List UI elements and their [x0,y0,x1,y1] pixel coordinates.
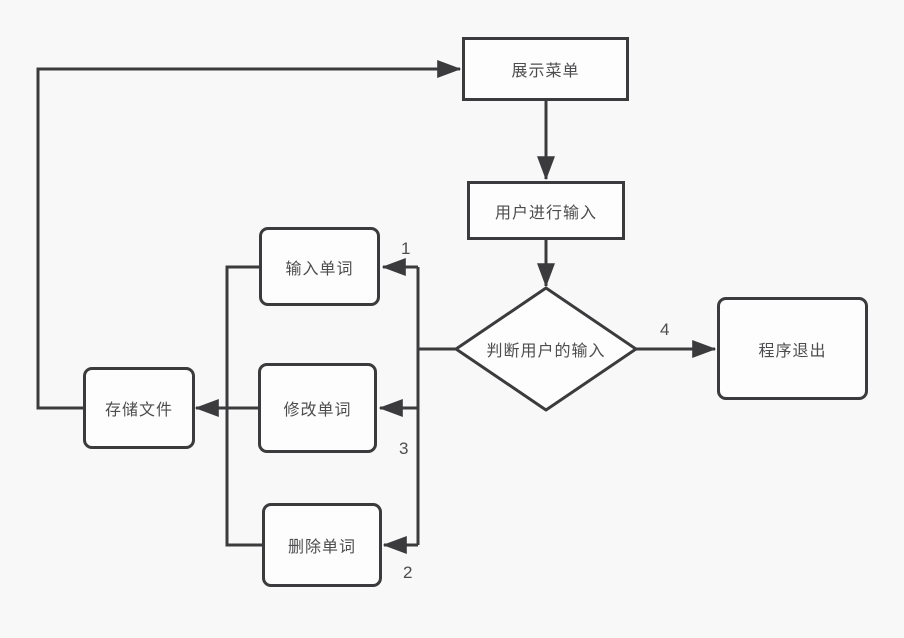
node-input-word: 输入单词 [259,227,380,306]
node-decision-label: 判断用户的输入 [486,343,606,360]
decision-diamond-shape [454,286,638,412]
edge-left-bus [225,265,262,547]
node-modify-word: 修改单词 [258,363,377,453]
edge-label-1: 1 [401,239,411,258]
node-store-file: 存储文件 [83,367,195,449]
node-user-input: 用户进行输入 [467,181,625,240]
node-display-menu: 展示菜单 [462,37,629,101]
edge-store-file-to-display-menu [36,60,462,410]
edge-label-2: 2 [403,563,413,582]
node-delete-word: 删除单词 [262,503,382,587]
edge-label-4: 4 [660,320,670,339]
node-program-exit: 程序退出 [717,297,868,400]
edge-label-3: 3 [399,439,409,458]
